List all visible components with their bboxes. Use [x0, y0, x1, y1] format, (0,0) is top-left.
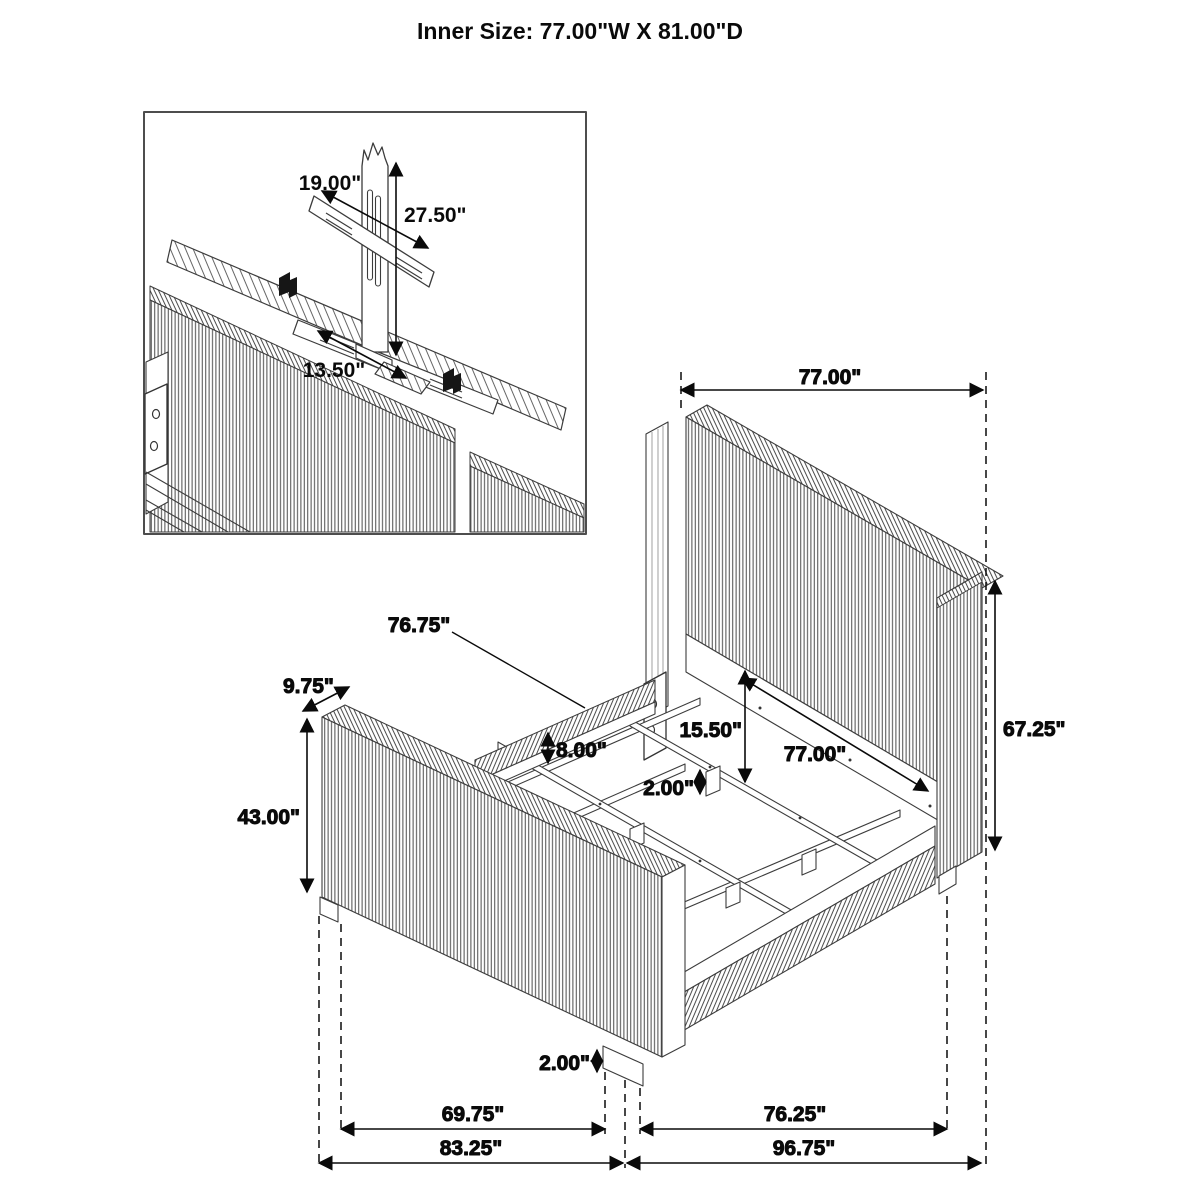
right-rail-upholstered-band	[661, 845, 936, 1044]
footboard	[319, 704, 686, 1087]
inset-bracket-plate	[144, 383, 168, 475]
dim-bracket-height: 27.50"	[388, 161, 467, 357]
dim-bracket-width: 19.00"	[299, 172, 430, 249]
dim-label-rail-to-support: 8.00"	[556, 739, 607, 762]
dim-headboard-height: 67.25"	[987, 579, 1066, 852]
headboard-right-wing	[936, 571, 983, 895]
inset-detail-panel: 19.00" 27.50" 13.50"	[143, 111, 587, 535]
dim-footboard-depth: 9.75"	[283, 675, 351, 712]
dim-label-row1-left: 69.75"	[442, 1103, 505, 1126]
right-wing-top-band	[936, 571, 983, 609]
footboard-end-face	[661, 864, 686, 1058]
dim-label-foot-leg-height: 2.00"	[539, 1052, 590, 1075]
inset-ribbed-panel-right	[469, 465, 585, 533]
right-wing-leg	[938, 865, 957, 895]
bracket-hole	[151, 408, 161, 420]
dim-label-footboard-height: 43.00"	[237, 806, 300, 829]
dim-label-row2-left: 83.25"	[440, 1137, 503, 1160]
dim-inner-width: 77.00"	[740, 677, 930, 792]
headboard-left-wing	[645, 421, 669, 719]
dim-label-headboard-clearance: 15.50"	[679, 719, 742, 742]
dim-label-headboard-height: 67.25"	[1003, 718, 1066, 741]
page-title: Inner Size: 77.00"W X 81.00"D	[417, 18, 743, 44]
dim-center-leg-height: 2.00"	[643, 768, 707, 801]
right-wing-panel	[936, 571, 983, 879]
dim-foot-leg-height: 2.00"	[539, 1048, 604, 1076]
extension-lines	[318, 896, 948, 1168]
dim-label-footboard-depth: 9.75"	[283, 675, 334, 698]
dim-span-row2: 83.25" 96.75"	[317, 1137, 983, 1171]
support-leg	[801, 848, 817, 876]
dim-cleat-length: 13.50"	[303, 330, 408, 382]
dim-rail-to-support: 8.00"	[540, 731, 607, 765]
dimension-annotations: 77.00" 67.25" 76.75" 9.75" 43.00"	[237, 366, 1066, 1171]
hook-hardware-icon	[443, 368, 461, 394]
hook-hardware-icon	[279, 272, 297, 298]
bed-isometric-drawing: 77.00" 67.25" 76.75" 9.75" 43.00"	[237, 366, 1066, 1171]
bracket-hole	[149, 440, 159, 452]
dim-label-row1-right: 76.25"	[764, 1103, 827, 1126]
dim-label-bracket-height: 27.50"	[404, 204, 467, 227]
dim-label-cleat-length: 13.50"	[303, 359, 366, 382]
dim-footboard-height: 43.00"	[237, 717, 315, 894]
dim-span-row1: 69.75" 76.25"	[339, 1103, 949, 1137]
dim-side-rail-length: 76.75"	[387, 614, 586, 709]
footboard-right-leg	[602, 1045, 644, 1087]
dim-headboard-width: 77.00"	[679, 366, 987, 1168]
dim-label-bracket-width: 19.00"	[299, 172, 362, 195]
dim-label-row2-right: 96.75"	[773, 1137, 836, 1160]
footboard-left-leg	[319, 896, 339, 923]
dim-label-center-leg-height: 2.00"	[643, 777, 694, 800]
support-leg	[725, 881, 741, 909]
dim-label-side-rail-length: 76.75"	[388, 614, 451, 637]
dim-label-inner-width: 77.00"	[784, 743, 847, 766]
dim-label-headboard-width: 77.00"	[799, 366, 862, 389]
